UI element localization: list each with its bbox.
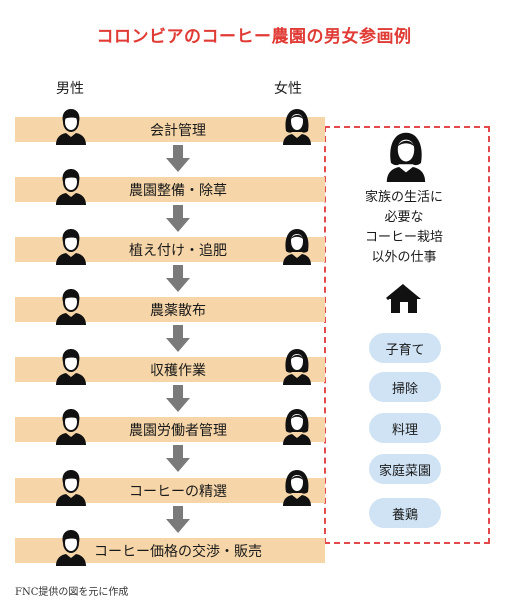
female-person-icon (281, 227, 313, 265)
male-person-icon (55, 107, 87, 145)
side-note-line: 必要な (384, 210, 424, 225)
task-pill: 料理 (369, 413, 441, 443)
step-label: 会計管理 (150, 122, 206, 139)
male-person-icon (55, 468, 87, 506)
side-note-line: 以外の仕事 (371, 250, 437, 265)
home-work-dashed-frame (324, 126, 490, 544)
male-person-icon (55, 287, 87, 325)
down-arrow-icon (166, 145, 190, 172)
male-person-icon (55, 407, 87, 445)
down-arrow-icon (166, 325, 190, 352)
task-pill: 掃除 (369, 372, 441, 402)
female-column-header: 女性 (274, 81, 302, 97)
down-arrow-icon (166, 265, 190, 292)
step-label: 収穫作業 (150, 362, 206, 379)
male-person-icon (55, 167, 87, 205)
step-label: 農薬散布 (150, 302, 206, 319)
male-person-icon (55, 528, 87, 566)
source-note: FNC提供の図を元に作成 (15, 587, 129, 598)
down-arrow-icon (166, 506, 190, 533)
step-label: 農園整備・除草 (129, 182, 227, 199)
step-label: コーヒーの精選 (129, 483, 227, 500)
male-column-header: 男性 (56, 81, 84, 97)
male-person-icon (55, 347, 87, 385)
female-person-icon (281, 107, 313, 145)
house-icon (386, 283, 421, 313)
male-person-icon (55, 227, 87, 265)
diagram-title: コロンビアのコーヒー農園の男女参画例 (96, 27, 412, 47)
step-label: 農園労働者管理 (129, 422, 227, 439)
task-pill: 子育て (369, 333, 441, 363)
female-person-icon (281, 347, 313, 385)
down-arrow-icon (166, 445, 190, 472)
task-pill: 家庭菜園 (369, 454, 441, 484)
female-person-icon (384, 130, 428, 182)
down-arrow-icon (166, 205, 190, 232)
down-arrow-icon (166, 385, 190, 412)
side-note: 家族の生活に 必要な コーヒー栽培 以外の仕事 (354, 188, 454, 268)
task-pill: 養鶏 (369, 498, 441, 528)
side-note-line: コーヒー栽培 (364, 230, 443, 245)
step-label: コーヒー価格の交渉・販売 (94, 543, 262, 560)
step-label: 植え付け・追肥 (129, 242, 227, 259)
side-note-line: 家族の生活に (364, 190, 443, 205)
female-person-icon (281, 407, 313, 445)
female-person-icon (281, 468, 313, 506)
